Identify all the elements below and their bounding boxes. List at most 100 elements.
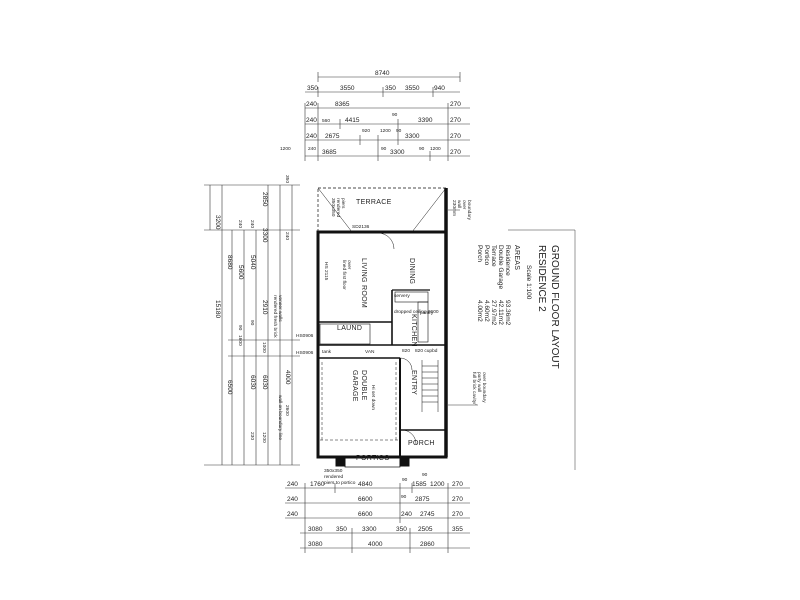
dim-top-4-5: 270 — [450, 117, 461, 124]
garage-note: Hi set down — [370, 385, 376, 410]
dim-top-4-1: 560 — [322, 118, 330, 124]
rendered-note-1: rendered fresh brick — [272, 295, 278, 338]
tank-label: tank — [322, 349, 332, 355]
drawing-title: GROUND FLOOR LAYOUT — [549, 245, 560, 369]
dim-bot-3-4: 270 — [452, 511, 463, 518]
dim-top-6-1: 240 — [308, 146, 316, 152]
dim-bot-4-5: 355 — [452, 526, 463, 533]
dim-bot-2-3: 2875 — [415, 496, 430, 503]
dim-top-3-0: 240 — [306, 101, 317, 108]
dropped-ceiling-note: dropped ceiling 2600 — [394, 309, 439, 315]
dim-left-6-0: 2850 — [261, 192, 268, 207]
dim-left-7-3: 2600 — [284, 405, 290, 416]
wall-230-note: 230mm — [451, 200, 457, 216]
pier-left — [335, 456, 346, 467]
full-brick-note-1: full brick cavity/ — [471, 372, 477, 405]
drawing-scale: Scale 1:100 — [525, 265, 532, 300]
dim-bot-4-0: 3080 — [308, 526, 323, 533]
wall-230-note-c: over — [461, 200, 467, 210]
dim-top-2-3: 3550 — [405, 85, 420, 92]
left-dimension-labels: 3200 15180 8680 6500 240 5600 90 1600 24… — [214, 175, 291, 443]
dim-top-2-4: 940 — [434, 85, 445, 92]
dim-bot-3-2: 240 — [401, 511, 412, 518]
rendered-note-2: veneer walls — [277, 295, 283, 322]
area-label-2: Terrace — [490, 245, 497, 267]
piers-note-3: piers to portico — [324, 480, 356, 486]
terrace-note-2: rendered — [335, 198, 341, 218]
room-double: DOUBLE — [360, 370, 367, 401]
drawing-subtitle: RESIDENCE 2 — [536, 245, 547, 312]
terrace-note-3: piers — [340, 198, 346, 209]
dim-bot-5-0: 3080 — [308, 541, 323, 548]
dim-top-5-6: 270 — [450, 133, 461, 140]
door-swing-icon — [377, 232, 395, 250]
area-value-4: 4.00m2 — [476, 300, 483, 322]
dim-left-3-0: 8680 — [226, 255, 233, 270]
dim-top-4-3: 90 — [392, 112, 398, 118]
dim-top-6-5: 90 — [419, 146, 425, 152]
hs0906-a: HS0906 — [296, 333, 314, 339]
top-dimension-labels: 8740 350 3550 350 3550 940 240 8365 270 … — [280, 70, 461, 156]
areas-heading: AREAS — [513, 245, 520, 270]
dim-bot-1-1: 1760 — [310, 481, 325, 488]
dim-top-5-4: 90 — [396, 128, 402, 134]
pantry-label: pantry — [420, 310, 434, 316]
dim-left-4-3: 1600 — [237, 335, 243, 346]
piers-note-1: 350x350 — [324, 468, 343, 474]
dim-top-6-2: 3685 — [322, 149, 337, 156]
dim-top-2-0: 350 — [307, 85, 318, 92]
dim-top-2-1: 3550 — [340, 85, 355, 92]
title-block: GROUND FLOOR LAYOUT RESIDENCE 2 Scale 1:… — [476, 245, 560, 369]
plan-walls — [316, 187, 448, 468]
dim-left-6-5: 1200 — [261, 432, 267, 443]
dim-top-3-1: 8365 — [335, 101, 350, 108]
dim-left-5-4: 230 — [249, 432, 255, 440]
dim-left-1-0: 3200 — [214, 215, 221, 230]
dim-bot-1-4: 1585 — [412, 481, 427, 488]
room-labels: TERRACE SD2136 LIVING ROOM DINING KITCHE… — [337, 199, 434, 462]
dim-top-6-6: 1200 — [430, 146, 441, 152]
dim-left-7-2: 4000 — [284, 370, 291, 385]
hs2115-label: HS 2115 — [323, 262, 329, 281]
dim-top-4-2: 4415 — [345, 117, 360, 124]
dim-bot-4-1: 350 — [336, 526, 347, 533]
room-kitchen: KITCHEN — [410, 314, 417, 347]
dim-top-5-1: 2675 — [325, 133, 340, 140]
dim-top-5-5: 3300 — [405, 133, 420, 140]
dim-left-4-1: 5600 — [237, 265, 244, 280]
dim-top-2-2: 350 — [385, 85, 396, 92]
dim-bot-2-0: 240 — [287, 496, 298, 503]
lined-floor-note-2: over — [346, 260, 352, 270]
top-dimension-lines — [304, 72, 470, 161]
dim-left-3-1: 6500 — [226, 380, 233, 395]
stairs-icon — [421, 360, 439, 412]
dim-bot-1-6: 1200 — [430, 481, 445, 488]
leader-lines — [448, 209, 576, 470]
dim-bot-2-1: 6600 — [358, 496, 373, 503]
wall-230-note-d: boundary — [466, 200, 472, 221]
bottom-dimension-lines — [285, 483, 470, 553]
servery-label: servery — [394, 293, 410, 299]
laundry-room — [319, 323, 371, 345]
dim-top-6-0: 1200 — [280, 146, 291, 152]
full-brick-note-2: party wall — [476, 372, 482, 392]
dim-top-4-4: 3390 — [418, 117, 433, 124]
dim-top-1-0: 8740 — [375, 70, 390, 77]
entry-820: 820 — [402, 348, 410, 354]
sd2136-label: SD2136 — [352, 224, 370, 230]
van-label: VAN — [365, 349, 375, 355]
boundary-line-note: wall on boundary line — [277, 395, 283, 440]
dim-left-4-2: 90 — [237, 325, 243, 331]
dim-left-2-0: 15180 — [214, 300, 221, 318]
dim-bot-3-0: 240 — [287, 511, 298, 518]
lined-floor-note: lined first floor — [341, 260, 347, 290]
piers-note-2: rendered — [324, 474, 344, 480]
dim-left-6-2: 2910 — [261, 300, 268, 315]
room-garage: GARAGE — [351, 370, 358, 402]
dim-left-5-2: 90 — [249, 320, 255, 326]
dim-left-5-1: 5040 — [249, 255, 256, 270]
dim-top-3-2: 270 — [450, 101, 461, 108]
entry-820b: 820 cupbd — [415, 348, 438, 354]
dim-top-6-4: 3300 — [390, 149, 405, 156]
